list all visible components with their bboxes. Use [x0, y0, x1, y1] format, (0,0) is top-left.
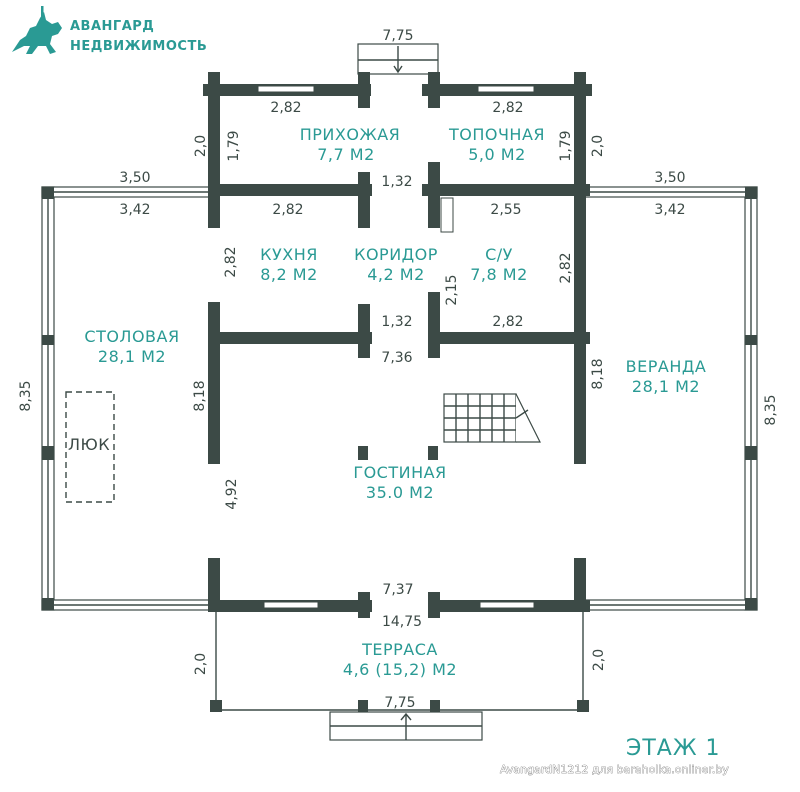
hatch-label: ЛЮК — [68, 435, 110, 454]
dim-boiler-width: 2,82 — [492, 100, 523, 116]
floor-label: ЭТАЖ 1 — [626, 736, 721, 761]
dim-right-h1: 1,79 — [558, 130, 574, 161]
dim-right-inner-height: 8,18 — [590, 358, 606, 389]
room-area: 28,1 М2 — [632, 377, 700, 396]
dim-bath-bottom: 2,82 — [492, 314, 523, 330]
room-area: 7,7 М2 — [317, 145, 375, 164]
veranda-left-frame — [41, 186, 215, 611]
logo: АВАНГАРД НЕДВИЖИМОСТЬ — [12, 6, 207, 54]
room-boiler: ТОПОЧНАЯ 5,0 М2 — [448, 125, 545, 164]
hatch: ЛЮК — [65, 391, 115, 503]
room-area: 4,2 М2 — [367, 265, 425, 284]
dim-terrace-left: 2,0 — [193, 653, 209, 675]
dim-kitchen-height: 2,82 — [223, 246, 239, 277]
dimensions: 7,75 2,82 2,82 2,0 1,79 1,79 2,0 1,32 3,… — [18, 28, 779, 711]
dim-kitchen-width: 2,82 — [272, 202, 303, 218]
porch-top — [357, 43, 439, 75]
dim-mid-width: 7,36 — [381, 350, 412, 366]
dim-left-h1: 2,0 — [193, 135, 209, 157]
dim-bath-width: 2,55 — [490, 202, 521, 218]
lance-icon — [41, 6, 44, 28]
room-name: ГОСТИНАЯ — [353, 463, 446, 482]
knight-on-horse-icon — [12, 12, 62, 54]
room-veranda: ВЕРАНДА 28,1 М2 — [626, 357, 707, 396]
room-name: КУХНЯ — [260, 245, 318, 264]
room-area: 5,0 М2 — [468, 145, 526, 164]
logo-line2: НЕДВИЖИМОСТЬ — [70, 39, 207, 54]
stairs-icon — [443, 393, 541, 443]
dim-right-side: 8,35 — [763, 394, 779, 425]
dim-porch-top: 7,75 — [382, 28, 413, 44]
room-terrace: ТЕРРАСА 4,6 (15,2) М2 — [343, 640, 457, 679]
room-name: ТЕРРАСА — [361, 640, 438, 659]
dim-left-inner-height: 8,18 — [192, 380, 208, 411]
dim-left-outer: 3,50 — [119, 170, 150, 186]
dim-porch-bottom: 7,75 — [384, 695, 415, 711]
room-kitchen: КУХНЯ 8,2 М2 — [260, 245, 318, 284]
porch-bottom — [329, 711, 483, 741]
veranda-right-frame — [584, 186, 758, 611]
room-area: 4,6 (15,2) М2 — [343, 660, 457, 679]
room-name: КОРИДОР — [354, 245, 438, 264]
walls — [203, 72, 592, 618]
room-name: ТОПОЧНАЯ — [448, 125, 545, 144]
room-dining: СТОЛОВАЯ 28,1 М2 — [84, 327, 179, 366]
room-name: ПРИХОЖАЯ — [300, 125, 401, 144]
room-hall: ПРИХОЖАЯ 7,7 М2 — [300, 125, 401, 164]
dim-corridor-height: 2,15 — [444, 274, 460, 305]
room-area: 35.0 М2 — [366, 483, 434, 502]
dim-total-width: 14,75 — [382, 614, 422, 630]
logo-line1: АВАНГАРД — [70, 19, 154, 34]
dim-left-inner: 3,42 — [119, 202, 150, 218]
dim-right-inner: 3,42 — [654, 202, 685, 218]
room-area: 28,1 М2 — [98, 347, 166, 366]
dim-left-h2: 1,79 — [226, 130, 242, 161]
dim-hall-width: 2,82 — [270, 100, 301, 116]
dim-bath-height: 2,82 — [558, 252, 574, 283]
dim-right-h2: 2,0 — [590, 135, 606, 157]
dim-terrace-right: 2,0 — [591, 649, 607, 671]
room-name: СТОЛОВАЯ — [84, 327, 179, 346]
watermark: AvangardN1212 для baraholka.onliner.by — [500, 763, 729, 776]
dim-bottom-inner: 7,37 — [382, 582, 413, 598]
room-name: ВЕРАНДА — [626, 357, 707, 376]
room-area: 8,2 М2 — [260, 265, 318, 284]
room-area: 7,8 М2 — [470, 265, 528, 284]
dim-living-height: 4,92 — [224, 478, 240, 509]
terrace-frame — [210, 612, 589, 712]
dim-right-outer: 3,50 — [654, 170, 685, 186]
dim-corridor-gap: 1,32 — [381, 314, 412, 330]
room-name: С/У — [485, 245, 513, 264]
room-living: ГОСТИНАЯ 35.0 М2 — [353, 463, 446, 502]
dim-door-gap: 1,32 — [381, 174, 412, 190]
room-bath: С/У 7,8 М2 — [470, 245, 528, 284]
room-corridor: КОРИДОР 4,2 М2 — [354, 245, 438, 284]
dim-left-side: 8,35 — [18, 380, 34, 411]
